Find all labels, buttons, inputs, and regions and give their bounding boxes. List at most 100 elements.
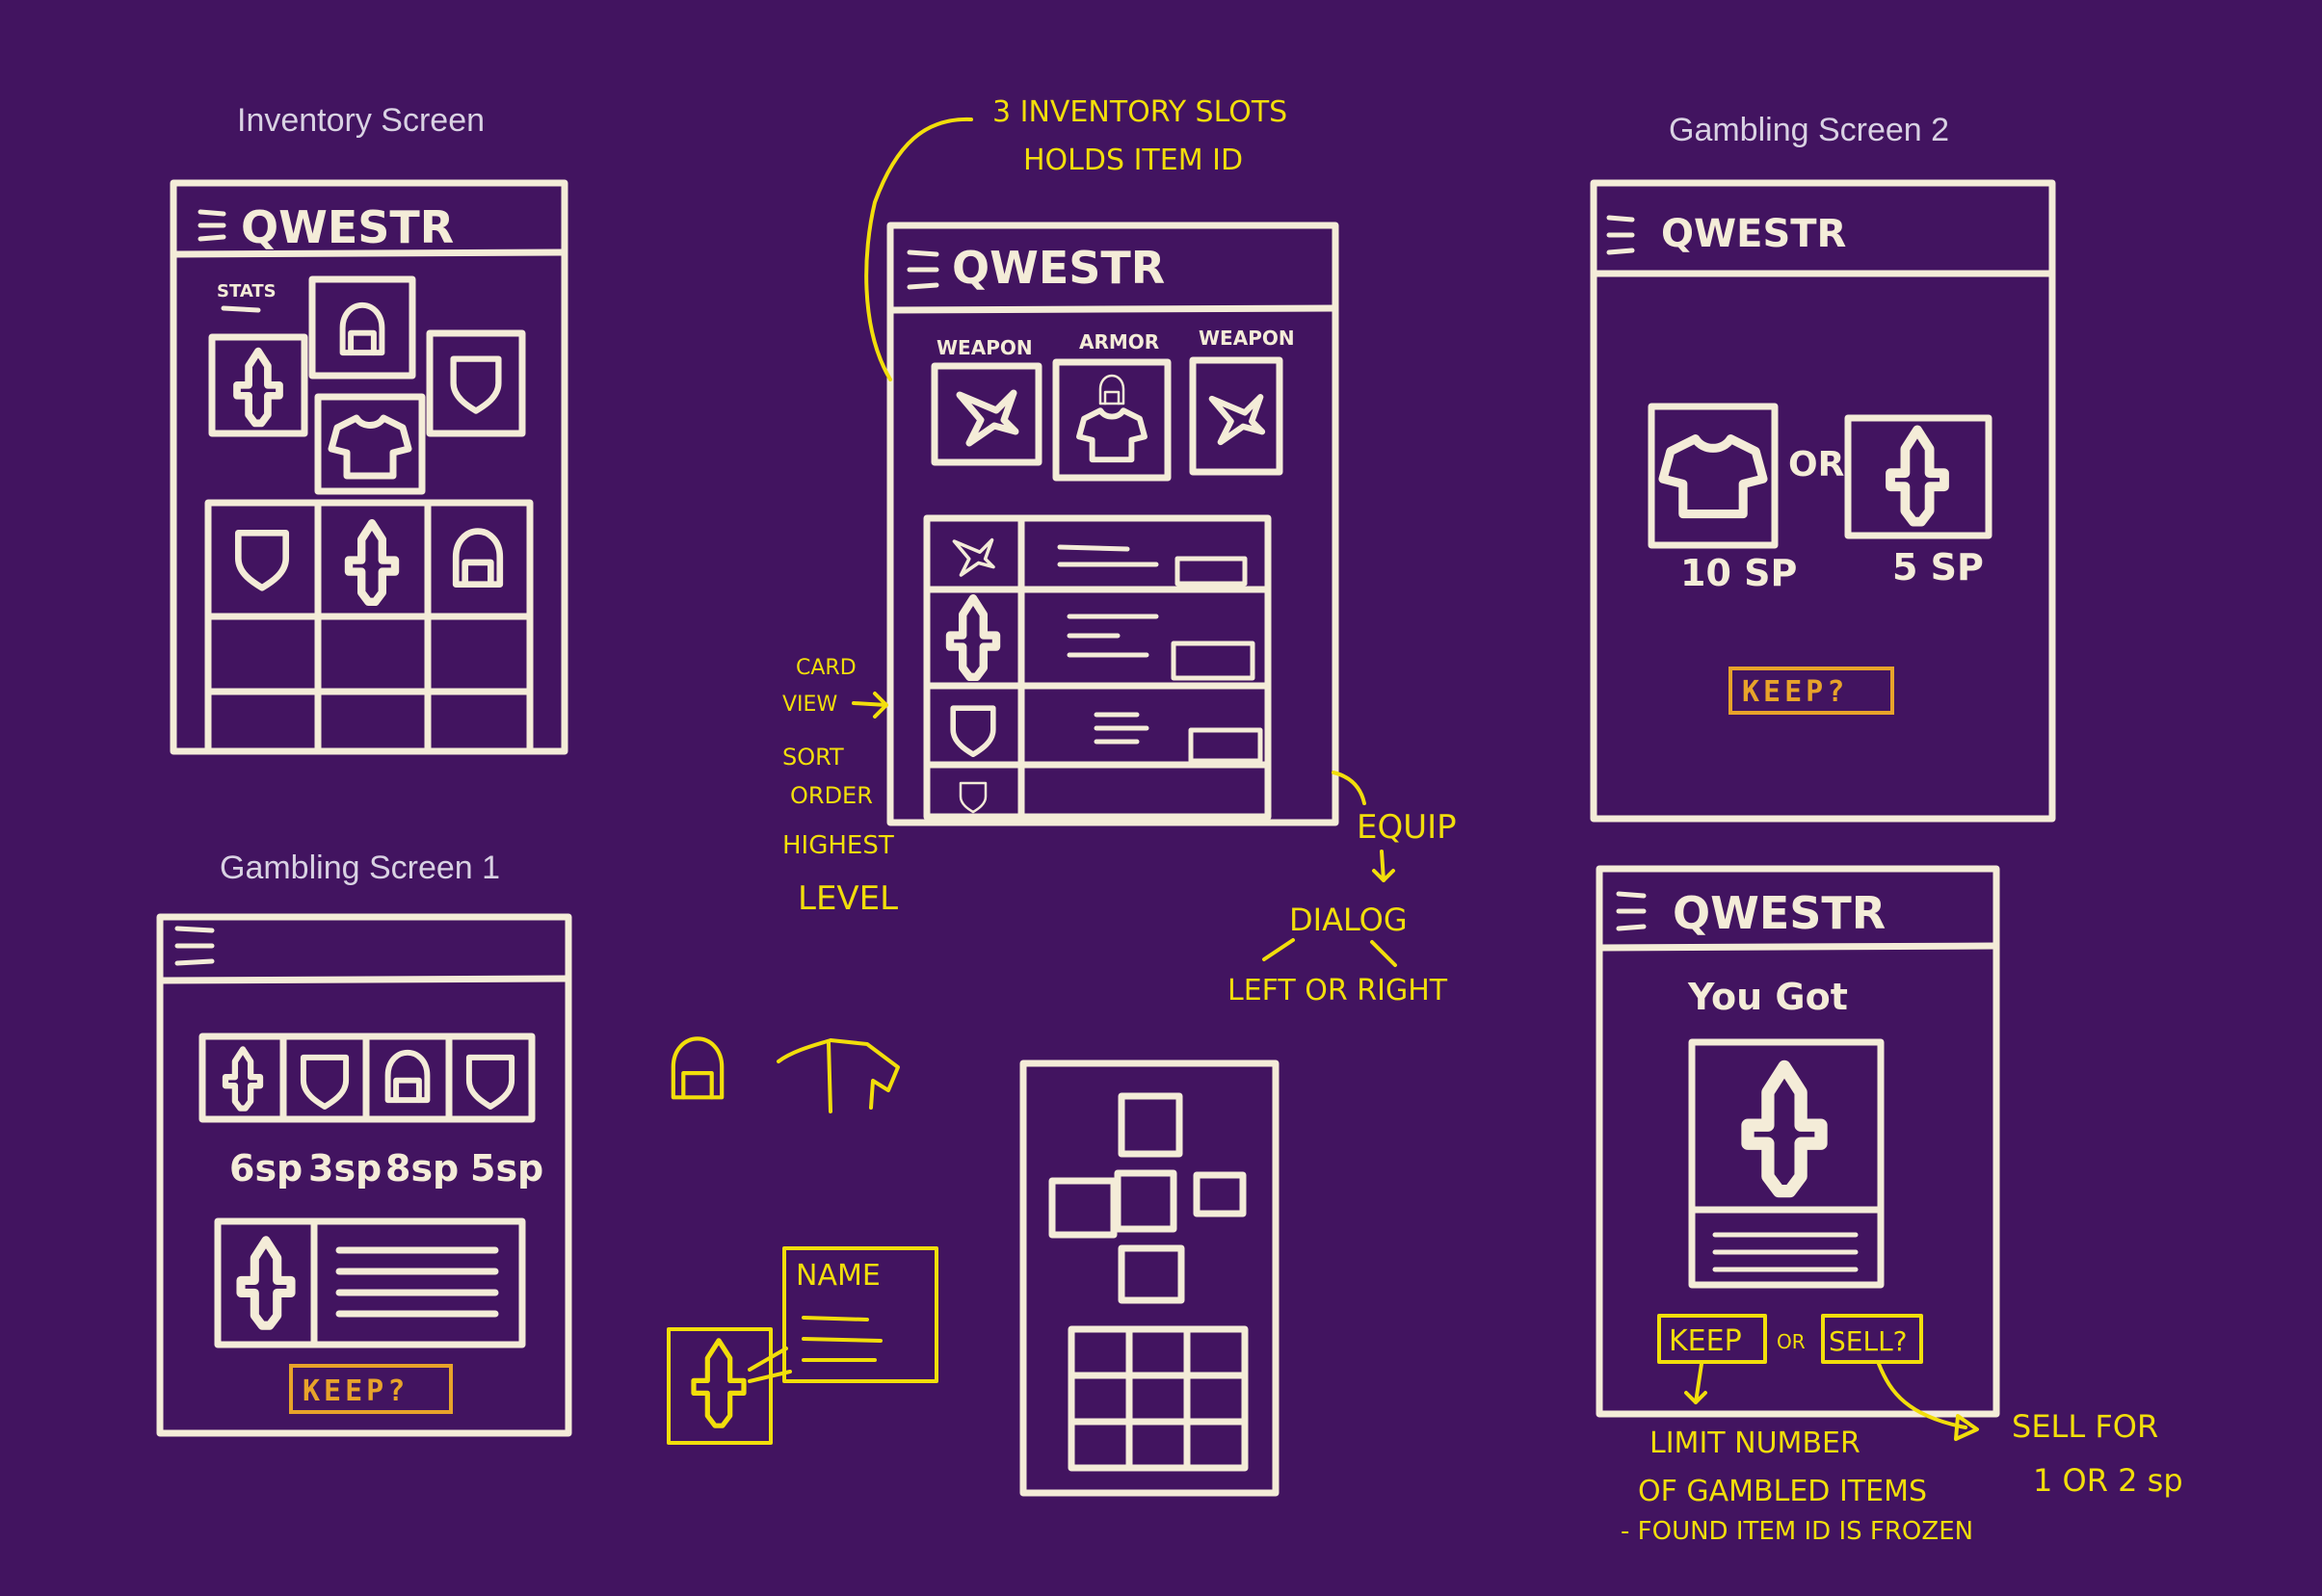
shield-icon[interactable]: [303, 1058, 346, 1107]
price-2: 3sp: [308, 1147, 382, 1190]
menu-icon[interactable]: [1616, 891, 1647, 931]
doodle-icons: [673, 1038, 900, 1113]
shield-icon[interactable]: [953, 708, 993, 754]
sword-icon: [349, 523, 395, 602]
equipment-layout-mockup: [1019, 1060, 1280, 1497]
keep-button[interactable]: KEEP?: [1728, 667, 1894, 715]
annotation-limit-3: - FOUND ITEM ID IS FROZEN: [1621, 1517, 1973, 1546]
inventory-screen-mockup: QWESTR STATS: [170, 179, 568, 755]
shirt-icon: [777, 1038, 900, 1113]
sword-icon: [237, 352, 279, 424]
helmet-icon: [343, 305, 383, 353]
annotation-sell-1: SELL FOR: [2012, 1408, 2158, 1445]
annotation-equip: EQUIP: [1357, 808, 1457, 847]
menu-icon[interactable]: [198, 209, 226, 242]
slot-weapon-left[interactable]: [931, 362, 1042, 466]
keep-button-label: KEEP?: [1742, 675, 1848, 709]
choice-right[interactable]: [1844, 414, 1992, 539]
shield-icon: [454, 359, 499, 411]
inventory-screen-title: Inventory Screen: [237, 102, 486, 139]
keep-button[interactable]: KEEP?: [289, 1364, 453, 1414]
or-label: OR: [1777, 1330, 1806, 1353]
gambling-screen-1-mockup: 6sp 3sp 8sp 5sp KEEP?: [156, 913, 572, 1437]
inventory-grid: [204, 499, 534, 755]
slot-label-armor: ARMOR: [1079, 330, 1159, 353]
slot-label-weapon-right: WEAPON: [1199, 327, 1295, 350]
annotation-limit-2: OF GAMBLED ITEMS: [1638, 1475, 1927, 1508]
shield-icon[interactable]: [959, 781, 988, 814]
app-logo: QWESTR: [952, 242, 1165, 294]
slot-label-weapon-left: WEAPON: [937, 336, 1033, 359]
slot-armor[interactable]: [1052, 358, 1172, 482]
helmet-icon[interactable]: [388, 1053, 428, 1100]
sword-icon: [694, 1341, 744, 1426]
equip-slot-armor[interactable]: [314, 393, 426, 495]
shield-icon[interactable]: [469, 1058, 512, 1107]
helmet-icon: [1098, 374, 1125, 406]
shield-icon: [238, 533, 285, 588]
shirt-icon: [1079, 410, 1145, 459]
dagger-icon: [960, 393, 1016, 443]
or-label: OR: [1788, 445, 1844, 484]
annotation-slots-2: HOLDS ITEM ID: [1023, 144, 1243, 177]
keep-button[interactable]: KEEP: [1657, 1314, 1767, 1364]
annotations-right: LIMIT NUMBER OF GAMBLED ITEMS - FOUND IT…: [1621, 1362, 2183, 1546]
menu-icon[interactable]: [907, 249, 939, 290]
gambling-result-screen-mockup: QWESTR You Got KEEP OR SELL?: [1596, 865, 2000, 1418]
menu-icon[interactable]: [174, 926, 215, 966]
slot-weapon-right[interactable]: [1189, 356, 1283, 476]
item-card: [214, 1217, 526, 1348]
annotation-sort-4: LEVEL: [798, 879, 898, 918]
annotation-left-right: LEFT OR RIGHT: [1227, 974, 1448, 1007]
helmet-icon: [673, 1038, 722, 1097]
shirt-icon: [1663, 439, 1763, 514]
dagger-icon[interactable]: [952, 537, 995, 577]
item-list-screen-mockup: QWESTR WEAPON ARMOR WEAPON: [886, 222, 1339, 826]
price-1: 6sp: [229, 1147, 303, 1190]
annotation-sort-2: ORDER: [790, 782, 873, 809]
won-item-card: [1688, 1038, 1885, 1289]
menu-icon[interactable]: [1606, 215, 1635, 255]
keep-button-label: KEEP: [1669, 1324, 1742, 1358]
annotation-sell-2: 1 OR 2 sp: [2033, 1462, 2183, 1499]
equip-slot-weapon[interactable]: [208, 333, 308, 437]
price-4: 5sp: [470, 1147, 543, 1190]
card-view-doodle: NAME: [667, 1246, 938, 1445]
sword-icon[interactable]: [225, 1049, 260, 1108]
helmet-icon: [456, 532, 500, 585]
equip-slot-shield[interactable]: [426, 329, 526, 437]
sword-icon: [1748, 1066, 1821, 1190]
annotations-center: 3 INVENTORY SLOTS HOLDS ITEM ID CARD VIE…: [782, 95, 1457, 1007]
sword-icon: [1890, 430, 1944, 521]
annotation-sort-3: HIGHEST: [782, 831, 894, 860]
item-card-list: [923, 514, 1272, 821]
sell-button[interactable]: SELL?: [1821, 1314, 1923, 1364]
app-logo: QWESTR: [241, 201, 454, 253]
right-price: 5 SP: [1892, 546, 1984, 589]
annotation-slots-1: 3 INVENTORY SLOTS: [992, 95, 1287, 129]
sword-icon[interactable]: [950, 598, 996, 677]
card-name-label: NAME: [796, 1259, 881, 1293]
annotation-card-view-1: CARD: [796, 656, 857, 680]
price-3: 8sp: [385, 1147, 459, 1190]
gambling-screen-2-title: Gambling Screen 2: [1669, 112, 1950, 148]
annotation-dialog: DIALOG: [1289, 902, 1408, 938]
keep-button-label: KEEP?: [303, 1374, 409, 1408]
choice-left[interactable]: [1648, 403, 1779, 549]
equip-slot-helmet[interactable]: [308, 275, 416, 379]
left-price: 10 SP: [1680, 552, 1797, 594]
sword-icon: [241, 1241, 291, 1325]
gambling-screen-2-mockup: QWESTR OR 10 SP 5 SP KEEP?: [1590, 179, 2056, 823]
annotation-sort-1: SORT: [782, 744, 844, 771]
stats-label: STATS: [217, 281, 277, 301]
dagger-icon: [1212, 397, 1262, 442]
shirt-icon: [331, 418, 409, 476]
you-got-label: You Got: [1687, 976, 1848, 1018]
gamble-item-row: [198, 1033, 536, 1123]
app-logo: QWESTR: [1661, 212, 1846, 256]
annotation-card-view-2: VIEW: [782, 693, 837, 717]
annotation-limit-1: LIMIT NUMBER: [1649, 1426, 1860, 1460]
app-logo: QWESTR: [1673, 887, 1886, 939]
sell-button-label: SELL?: [1829, 1325, 1908, 1357]
